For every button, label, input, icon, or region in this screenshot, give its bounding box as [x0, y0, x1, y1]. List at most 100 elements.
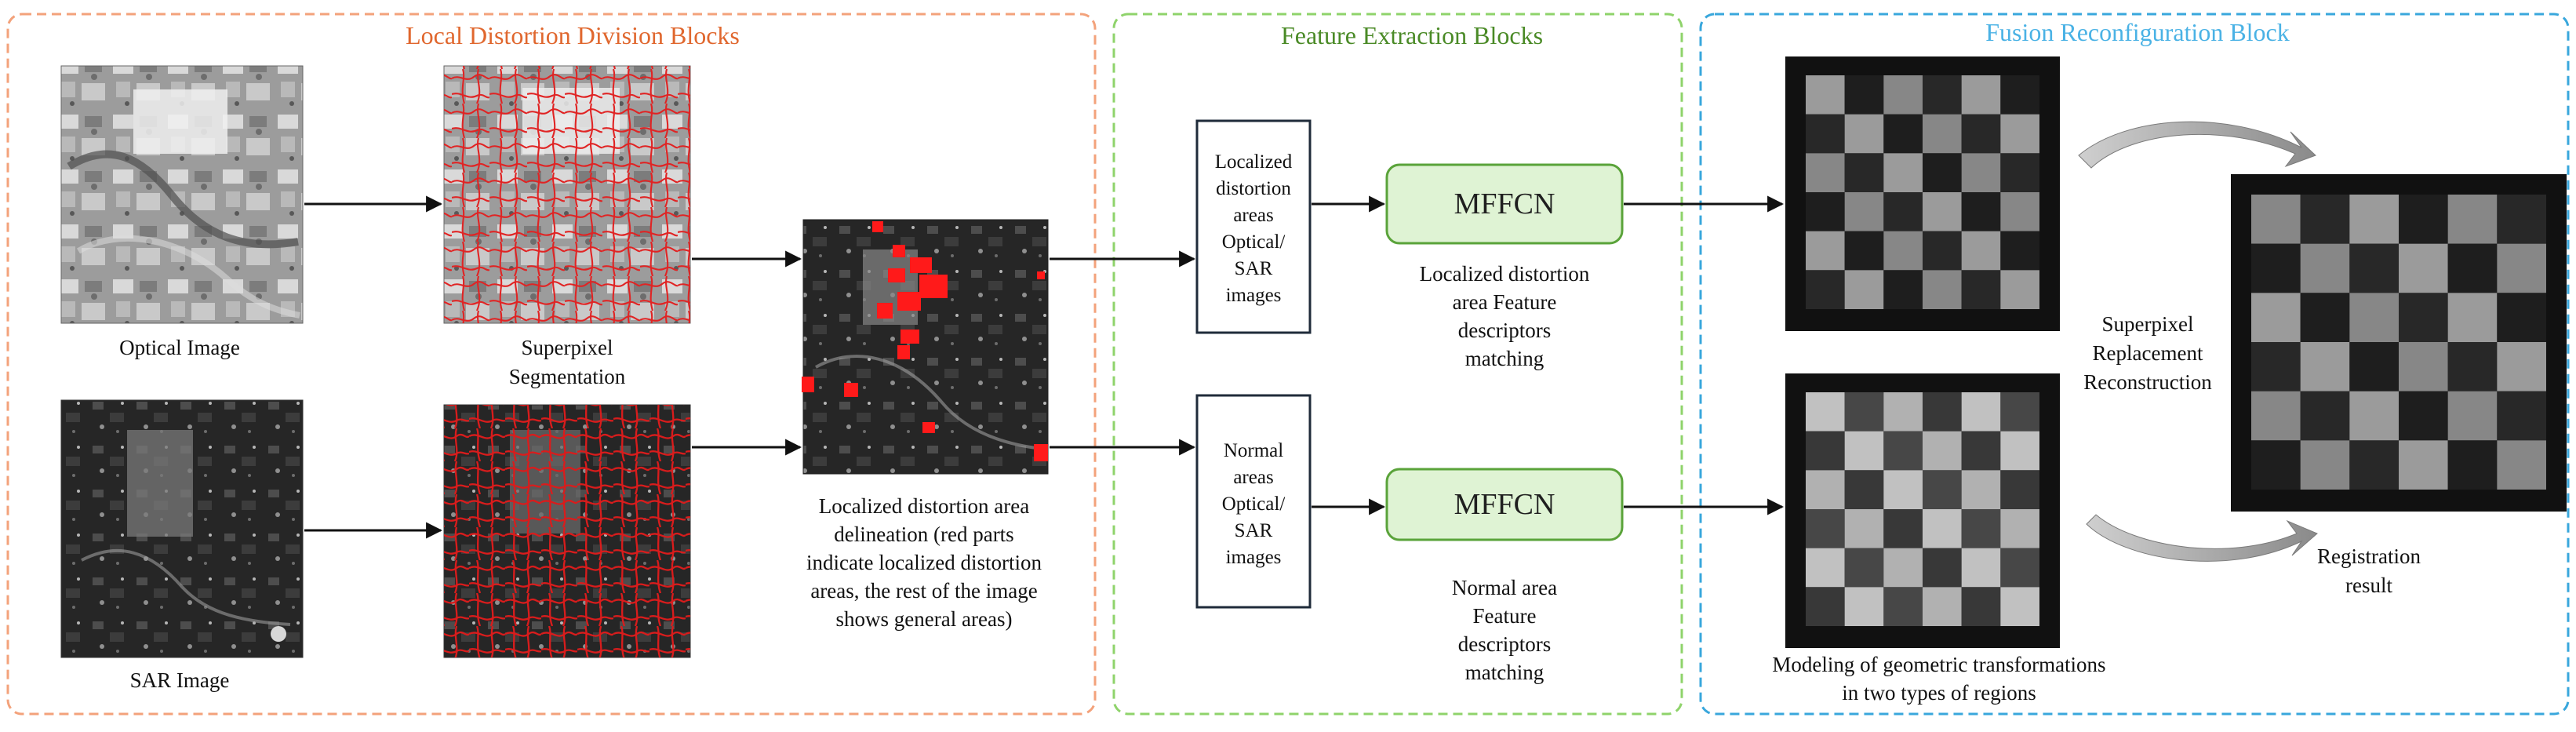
checkerboard-tile	[1806, 75, 1845, 115]
normal-registration-checkerboard	[1785, 373, 2060, 648]
superpixel-sar-image	[443, 404, 691, 658]
checkerboard-tile	[1844, 192, 1884, 231]
checkerboard-tile	[1806, 114, 1845, 154]
sar-image-caption: SAR Image	[130, 668, 230, 692]
normal-areas-input-line-5: images	[1226, 547, 1282, 568]
feature-extraction-block-title: Feature Extraction Blocks	[1281, 21, 1543, 49]
checkerboard-tile	[1883, 114, 1923, 154]
checkerboard-tile	[2447, 243, 2498, 293]
checkerboard-tile	[1923, 392, 1962, 432]
superpixel-caption-line-1: Superpixel	[522, 336, 613, 359]
checkerboard-tile	[2447, 440, 2498, 490]
checkerboard-tile	[1883, 509, 1923, 548]
checkerboard-tile	[1806, 587, 1845, 626]
checkerboard-tile	[1961, 75, 2001, 115]
checkerboard-tile	[1883, 153, 1923, 192]
checkerboard-tile	[2349, 391, 2399, 441]
checkerboard-tile	[1961, 587, 2001, 626]
optical-image	[60, 65, 304, 324]
replacement-caption-line-3: Reconstruction	[2083, 370, 2212, 394]
checkerboard-tile	[1923, 153, 1962, 192]
checkerboard-tile	[1923, 587, 1962, 626]
normal-areas-input-line-4: SAR	[1235, 520, 1273, 541]
normal-areas-input-box	[1195, 394, 1312, 609]
mffcn-top-box	[1385, 163, 1624, 245]
registration-result-caption-line-2: result	[2345, 574, 2392, 597]
checkerboard-tile	[1961, 231, 2001, 271]
checkerboard-tile	[2251, 342, 2301, 391]
checkerboard-tile	[2251, 195, 2301, 244]
checkerboard-tile	[1961, 270, 2001, 309]
localized-descriptor-caption-line-1: Localized distortion	[1420, 262, 1590, 286]
checkerboard-tile	[1883, 75, 1923, 115]
normal-areas-input-line-3: Optical/	[1222, 493, 1286, 515]
checkerboard-tile	[2300, 440, 2350, 490]
checkerboard-tile	[1806, 192, 1845, 231]
checkerboard-tile	[2399, 243, 2448, 293]
checkerboard-tile	[1883, 548, 1923, 588]
modeling-caption-line-2: in two types of regions	[1842, 681, 2036, 705]
modeling-caption-line-1: Modeling of geometric transformations	[1772, 653, 2105, 676]
checkerboard-tile	[1961, 192, 2001, 231]
checkerboard-tile	[1844, 270, 1884, 309]
checkerboard-tile	[1883, 470, 1923, 509]
checkerboard-tile	[2349, 195, 2399, 244]
checkerboard-tile	[1883, 192, 1923, 231]
checkerboard-tile	[2000, 548, 2039, 588]
checkerboard-tile	[1923, 270, 1962, 309]
checkerboard-tile	[2000, 470, 2039, 509]
checkerboard-tile	[1844, 153, 1884, 192]
registration-result-checkerboard	[2231, 174, 2567, 512]
checkerboard-tile	[1806, 431, 1845, 471]
delineation-caption-line-4: areas, the rest of the image	[810, 579, 1037, 603]
checkerboard-tile	[1844, 548, 1884, 588]
mffcn-top-label: MFFCN	[1454, 188, 1555, 220]
checkerboard-tile	[2000, 231, 2039, 271]
checkerboard-tile	[1844, 114, 1884, 154]
checkerboard-tile	[1844, 231, 1884, 271]
checkerboard-tile	[1923, 231, 1962, 271]
checkerboard-tile	[1923, 75, 1962, 115]
localized-descriptor-caption-line-3: descriptors	[1458, 319, 1551, 342]
checkerboard-tile	[1844, 587, 1884, 626]
checkerboard-tile	[1923, 114, 1962, 154]
checkerboard-tile	[2251, 440, 2301, 490]
feature-extraction-block-frame	[1112, 13, 1683, 716]
checkerboard-tile	[2000, 75, 2039, 115]
checkerboard-tile	[1923, 548, 1962, 588]
distortion-red-marks	[802, 221, 1048, 461]
optical-image-caption: Optical Image	[119, 336, 240, 359]
checkerboard-tile	[1806, 548, 1845, 588]
checkerboard-tile	[2251, 391, 2301, 441]
checkerboard-tile	[2497, 440, 2546, 490]
checkerboard-tile	[2447, 195, 2498, 244]
checkerboard-tile	[2349, 293, 2399, 342]
checkerboard-tile	[1961, 470, 2001, 509]
checkerboard-tile	[2000, 509, 2039, 548]
checkerboard-tile	[1844, 470, 1884, 509]
checkerboard-tile	[2300, 293, 2350, 342]
checkerboard-tile	[2300, 391, 2350, 441]
normal-descriptor-caption-line-2: Feature	[1473, 604, 1537, 628]
fusion-reconfiguration-block-title: Fusion Reconfiguration Block	[1985, 18, 2290, 46]
checkerboard-tile	[2251, 293, 2301, 342]
curved-arrow-icon	[2086, 514, 2318, 562]
mffcn-bottom-box	[1385, 468, 1624, 541]
curved-arrow-icon	[2078, 121, 2316, 169]
localized-areas-input-line-3: areas	[1233, 205, 1273, 226]
checkerboard-tile	[2497, 243, 2546, 293]
checkerboard-tile	[1961, 114, 2001, 154]
checkerboard-tile	[1883, 587, 1923, 626]
localized-areas-input-box	[1195, 119, 1312, 334]
checkerboard-tile	[2300, 243, 2350, 293]
checkerboard-tile	[2349, 440, 2399, 490]
checkerboard-tile	[2000, 114, 2039, 154]
checkerboard-tile	[1961, 548, 2001, 588]
delineation-caption-line-5: shows general areas)	[836, 607, 1013, 631]
checkerboard-tile	[1923, 470, 1962, 509]
localized-descriptor-caption-line-4: matching	[1465, 347, 1544, 370]
checkerboard-tile	[1806, 153, 1845, 192]
checkerboard-tile	[1961, 431, 2001, 471]
checkerboard-tile	[1806, 270, 1845, 309]
